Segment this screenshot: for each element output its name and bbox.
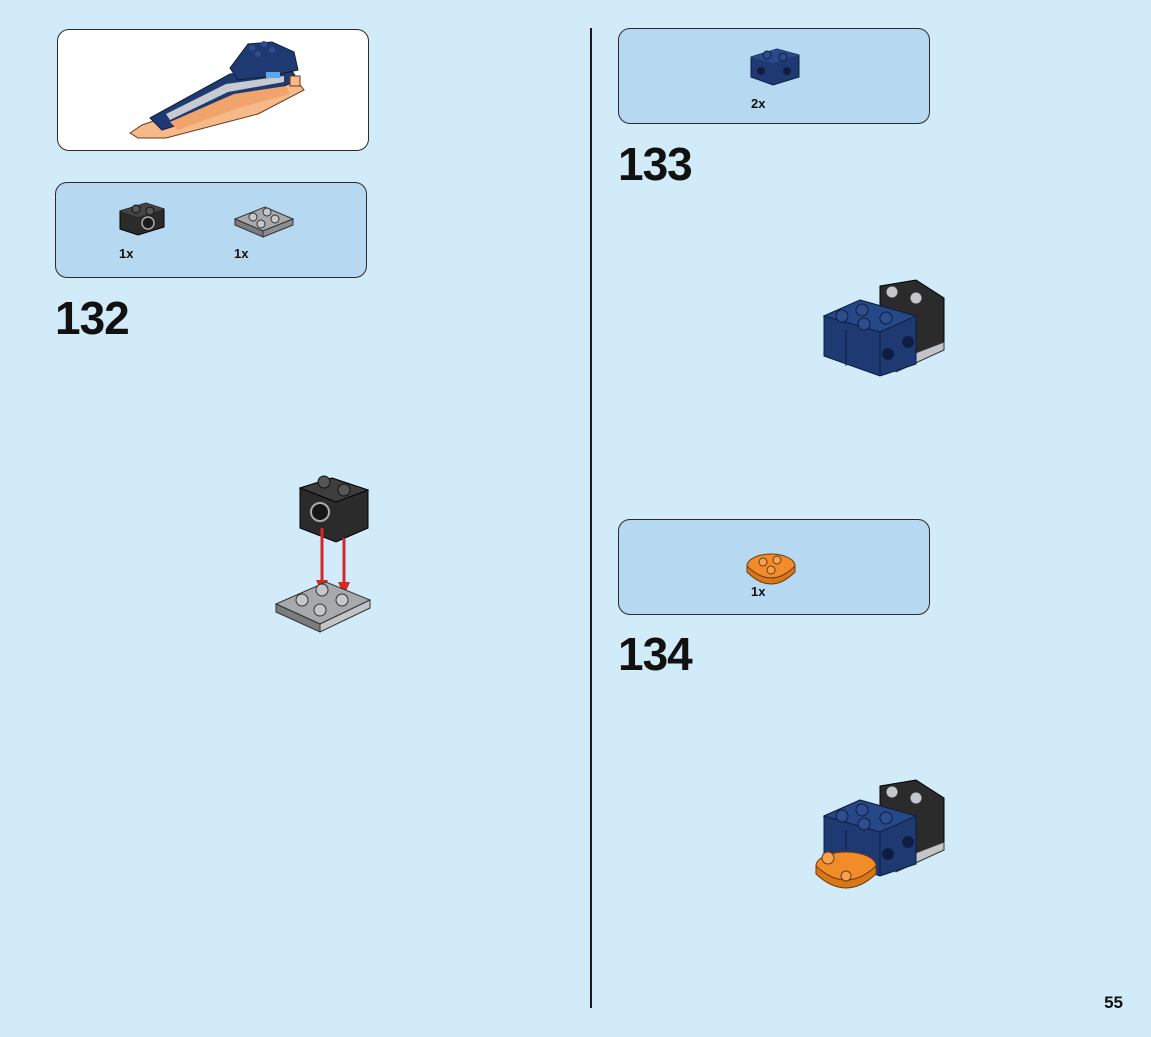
part-qty: 1x	[119, 246, 134, 261]
submodel-preview-box	[57, 29, 369, 151]
submodel-preview-image	[129, 41, 305, 139]
step-number-132: 132	[55, 292, 130, 344]
step-134-assembly	[815, 779, 945, 889]
step-132-assembly	[274, 475, 372, 633]
step-133-assembly	[822, 279, 945, 377]
parts-callout-step-134: 1x	[618, 519, 930, 615]
orange-round-plate-icon	[746, 553, 796, 585]
page-number: 55	[1104, 993, 1123, 1012]
step-number-134: 134	[618, 628, 693, 680]
part-qty: 2x	[751, 96, 766, 111]
gray-plate-2x2-icon	[233, 206, 295, 238]
part-qty: 1x	[751, 584, 766, 599]
black-technic-brick-1x2-icon	[119, 202, 165, 236]
step-number-133: 133	[618, 138, 693, 190]
column-divider	[590, 28, 592, 1008]
parts-callout-step-132: 1x 1x	[55, 182, 367, 278]
part-qty: 1x	[234, 246, 249, 261]
blue-brick-1x2-icon	[750, 48, 800, 86]
parts-callout-step-133: 2x	[618, 28, 930, 124]
